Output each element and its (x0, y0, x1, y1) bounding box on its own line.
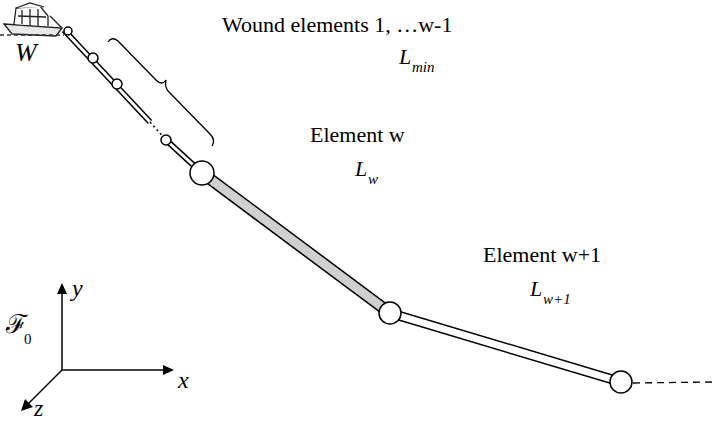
frame-symbol: ℱ (6, 312, 27, 338)
length-symbol: L (399, 46, 411, 68)
element-label: Element w (310, 124, 405, 146)
water-surface (0, 34, 64, 36)
group-label: Wound elements 1, …w-1 (222, 14, 452, 36)
length-subscript: w (368, 172, 378, 187)
joints (190, 161, 632, 393)
axis-label: y (72, 276, 83, 300)
length-symbol: L (355, 158, 367, 180)
length-subscript: w+1 (543, 292, 571, 307)
length-symbol: L (530, 278, 542, 300)
element-label: Element w+1 (483, 244, 601, 266)
ship-icon (4, 3, 62, 36)
anchor-label: W (15, 40, 37, 66)
axis-label: z (34, 396, 43, 420)
length-subscript: min (412, 60, 435, 75)
element-w-plus-1 (390, 313, 621, 382)
curly-bracket (108, 39, 214, 146)
element-w (202, 173, 390, 313)
frame-subscript: 0 (24, 332, 32, 347)
continuation (633, 382, 712, 383)
axis-label: x (178, 368, 189, 392)
frame-axes (21, 283, 174, 411)
wound-chain (64, 27, 202, 173)
